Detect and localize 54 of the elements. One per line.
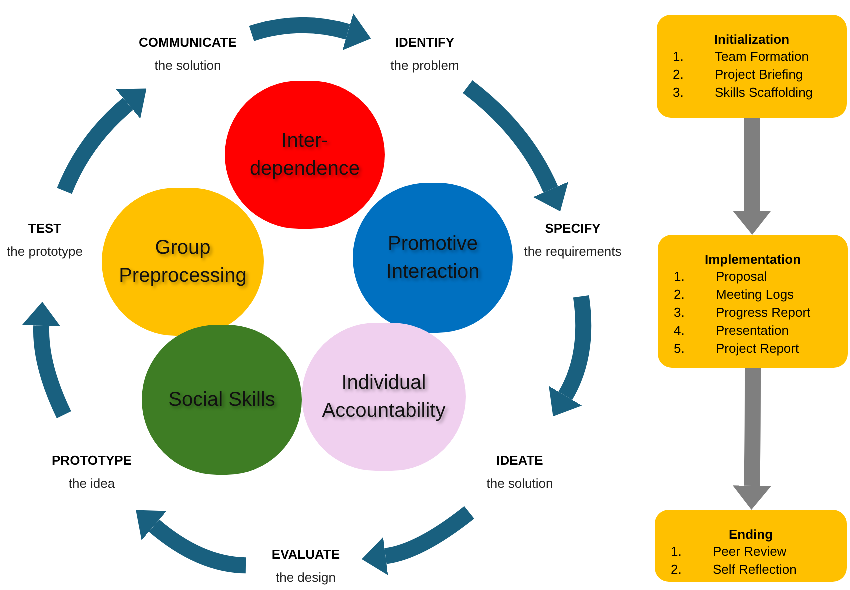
phase-heading: Initialization: [714, 31, 790, 48]
flow-arrow: [22, 302, 72, 418]
flow-arrow: [548, 296, 592, 418]
list-number: 3.: [673, 84, 685, 102]
list-number: 3.: [674, 304, 686, 322]
list-item: Project Briefing: [715, 66, 804, 84]
list-number: 2.: [671, 561, 683, 579]
list-number: 1.: [671, 543, 683, 561]
phase-box: [655, 510, 847, 582]
step-heading: SPECIFY: [545, 220, 601, 238]
flow-arrow: [136, 510, 246, 574]
step-heading: COMMUNICATE: [139, 34, 237, 52]
circle-label: Social Skills: [168, 388, 276, 413]
circle-label: Group Preprocessing: [118, 236, 248, 289]
list-item: Self Reflection: [713, 561, 798, 579]
step-heading: IDENTIFY: [395, 34, 455, 52]
list-item: Skills Scaffolding: [715, 84, 814, 102]
step-description: the requirements: [524, 243, 622, 261]
flow-arrow: [362, 506, 474, 576]
circle-label: Inter- dependence: [248, 129, 362, 182]
flow-arrow: [732, 368, 772, 510]
phase-box: [657, 15, 847, 118]
list-number: 2.: [673, 66, 685, 84]
list-number: 2.: [674, 286, 686, 304]
list-item: Project Report: [716, 340, 800, 358]
step-heading: IDEATE: [496, 452, 544, 470]
phase-heading: Implementation: [704, 251, 802, 268]
step-heading: TEST: [28, 220, 62, 238]
list-item: Team Formation: [715, 48, 810, 66]
list-number: 1.: [674, 268, 686, 286]
list-number: 1.: [673, 48, 685, 66]
circle-label: Individual Accountability: [321, 371, 447, 424]
step-description: the idea: [68, 475, 116, 493]
step-heading: PROTOTYPE: [52, 452, 132, 470]
step-description: the prototype: [7, 243, 83, 261]
list-item: Progress Report: [716, 304, 812, 322]
flow-arrow: [733, 118, 772, 235]
phase-box: [658, 235, 848, 368]
list-number: 5.: [674, 340, 686, 358]
list-item: Peer Review: [713, 543, 788, 561]
step-description: the solution: [486, 475, 554, 493]
list-item: Proposal: [716, 268, 768, 286]
step-description: the design: [276, 569, 336, 587]
flow-arrow: [462, 80, 568, 212]
list-item: Presentation: [716, 322, 790, 340]
list-number: 4.: [674, 322, 686, 340]
phase-heading: Ending: [728, 526, 774, 543]
flow-arrow: [57, 88, 146, 194]
list-item: Meeting Logs: [716, 286, 796, 304]
circle-label: Promotive Interaction: [385, 232, 481, 285]
step-description: the problem: [390, 57, 460, 75]
step-description: the solution: [154, 57, 222, 75]
step-heading: EVALUATE: [272, 546, 340, 564]
flow-arrow: [250, 14, 372, 51]
